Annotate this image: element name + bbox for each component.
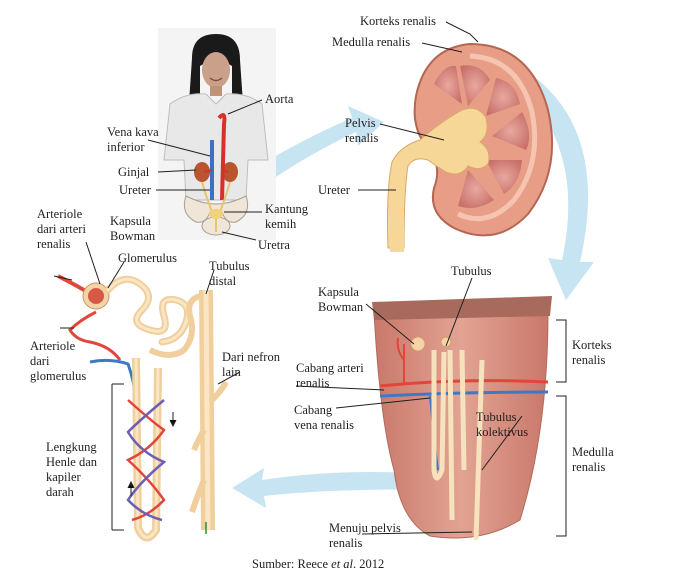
label-ureter-body: Ureter [119,183,152,197]
label-kapsula-left-2: Bowman [110,229,156,243]
label-pelvis-1: Pelvis [345,116,376,130]
efferent-arteriole [70,312,120,360]
label-glomerulus: Glomerulus [118,251,177,265]
label-henle-1: Lengkung [46,440,97,454]
label-henle-2: Henle dan [46,455,98,469]
kidney-illustration [388,44,553,252]
label-cabang-vena-1: Cabang [294,403,333,417]
label-arteriole-aferen-1: Arteriole [37,207,83,221]
label-kapsula-right-2: Bowman [318,300,364,314]
face [202,52,230,88]
label-arteriole-eferen-3: glomerulus [30,369,86,383]
label-henle-3: kapiler [46,470,82,484]
source-suffix: . 2012 [353,557,384,571]
label-vena-kava-2: inferior [107,140,145,154]
glomerulus-ball [88,288,104,304]
label-kapsula-right-1: Kapsula [318,285,359,299]
label-ginjal: Ginjal [118,165,150,179]
label-cabang-arteri-1: Cabang arteri [296,361,364,375]
label-medulla-renalis-top: Medulla renalis [332,35,410,49]
bowman-capsule-small [411,337,425,351]
wedge-top [372,296,552,320]
label-nefron-lain-1: Dari nefron [222,350,281,364]
label-menuju-pelvis-1: Menuju pelvis [329,521,401,535]
label-kantung-2: kemih [265,217,297,231]
label-vena-kava-1: Vena kava [107,125,159,139]
label-ureter-kidney: Ureter [318,183,351,197]
proximal-tubule [108,279,188,342]
label-tubulus: Tubulus [451,264,492,278]
label-pelvis-2: renalis [345,131,378,145]
label-nefron-lain-2: lain [222,365,241,379]
label-korteks-side-1: Korteks [572,338,612,352]
label-henle-4: darah [46,485,75,499]
peritubular-vein [90,360,136,400]
body-illustration [158,28,276,240]
label-medulla-side-2: renalis [572,460,605,474]
label-tubulus-distal-1: Tubulus [209,259,250,273]
label-arteriole-eferen-2: dari [30,354,50,368]
label-aorta: Aorta [265,92,294,106]
label-cabang-arteri-2: renalis [296,376,329,390]
label-korteks-side-2: renalis [572,353,605,367]
distal-tubule [150,296,200,355]
nephron-illustration [58,276,226,538]
label-arteriole-eferen-1: Arteriole [30,339,76,353]
label-arteriole-aferen-2: dari arteri [37,222,86,236]
label-uretra: Uretra [258,238,290,252]
label-medulla-side-1: Medulla [572,445,614,459]
label-kolektivus-2: kolektivus [476,425,528,439]
source-italic: et al [331,557,353,571]
tissue-wedge [372,296,552,540]
source-prefix: Sumber: Reece [252,557,331,571]
source-caption: Sumber: Reece et al. 2012 [252,557,384,571]
label-tubulus-distal-2: distal [209,274,237,288]
label-arteriole-aferen-3: renalis [37,237,70,251]
label-cabang-vena-2: vena renalis [294,418,354,432]
bladder [209,209,223,219]
label-kapsula-left-1: Kapsula [110,214,151,228]
label-menuju-pelvis-2: renalis [329,536,362,550]
label-kantung-1: Kantung [265,202,309,216]
label-kolektivus-1: Tubulus [476,410,517,424]
ureter-large [390,200,404,252]
label-korteks-renalis-top: Korteks renalis [360,14,436,28]
